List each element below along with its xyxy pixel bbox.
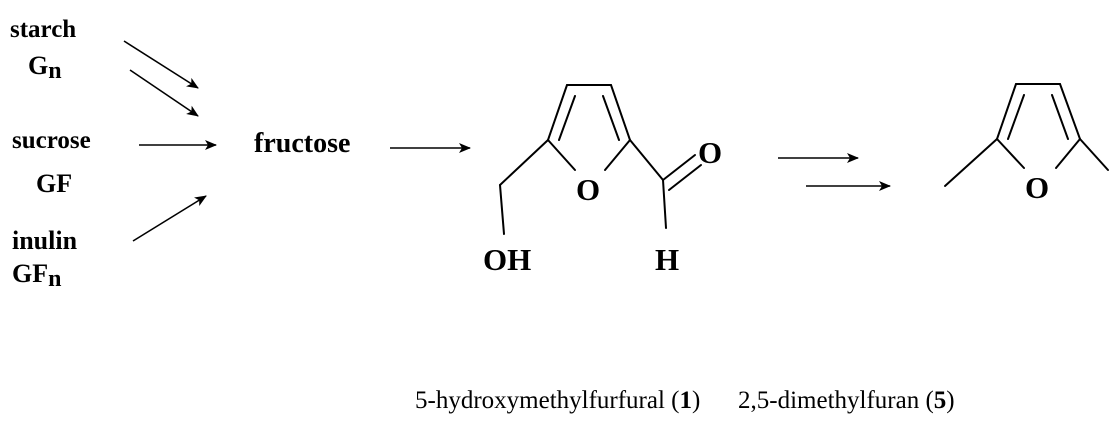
hmf-hydroxyl: OH [483,242,531,277]
hmf-aldehyde-hydrogen: H [655,242,679,277]
dmf-bond-c4-c5-inner [1051,94,1069,140]
hmf-bond-c5-cho [629,139,664,181]
dmf-bond-c4-c5 [1059,83,1081,140]
hmf-bond-c2-c3 [547,84,568,141]
dmf-structure: O [944,83,1109,205]
dmf-bond-c2-methyl [944,138,998,187]
hmf-bond-c5-o [604,139,631,171]
dmf-caption-text: 2,5-dimethylfuran ( [738,387,934,414]
hmf-caption-close: ) [692,387,700,414]
starch-arrow-2 [129,69,199,117]
hmf-structure: O O OH H [483,84,722,277]
dmf-compound-number: 5 [934,387,947,414]
sucrose-label: sucrose [12,127,91,154]
starch-arrow-1 [123,40,199,89]
dmf-bond-o-c2 [996,138,1025,169]
hmf-bond-ch2-oh [499,184,505,235]
hmf-bond-c2-c3-inner [558,95,576,141]
hmf-bond-ch [662,179,667,229]
dmf-caption: 2,5-dimethylfuran (5) [738,387,955,414]
hmf-caption-text: 5-hydroxymethylfurfural ( [415,387,680,414]
starch-label: starch [10,16,76,43]
hmf-bond-c2-ch2 [499,139,549,186]
hmf-ring-oxygen: O [576,172,600,207]
dmf-bond-c2-c3 [996,83,1017,140]
fructose-label: fructose [254,128,350,159]
starch-symbol-main: G [28,51,48,80]
dmf-caption-close: ) [946,387,954,414]
hmf-bond-c4-c5-inner [602,95,620,141]
hmf-compound-number: 1 [680,387,693,414]
inulin-symbol-subscript: n [48,266,61,292]
inulin-symbol-main: GF [12,259,48,288]
dmf-bond-c2-c3-inner [1007,94,1025,140]
starch-symbol-subscript: n [48,58,61,84]
hmf-bond-co-1 [662,154,696,181]
hmf-caption: 5-hydroxymethylfurfural (1) [415,387,700,414]
sucrose-symbol: GF [36,169,72,198]
inulin-label: inulin [12,226,78,255]
inulin-symbol: GFn [12,259,61,292]
dmf-ring-oxygen: O [1025,170,1049,205]
hmf-bond-co-2 [668,164,702,191]
dmf-bond-c5-methyl [1079,138,1109,171]
dmf-bond-c5-o [1055,138,1081,169]
starch-symbol: Gn [28,51,62,84]
inulin-arrow [132,195,207,242]
hmf-carbonyl-oxygen: O [698,135,722,170]
hmf-bond-o-c2 [547,139,576,171]
hmf-bond-c4-c5 [610,84,631,141]
